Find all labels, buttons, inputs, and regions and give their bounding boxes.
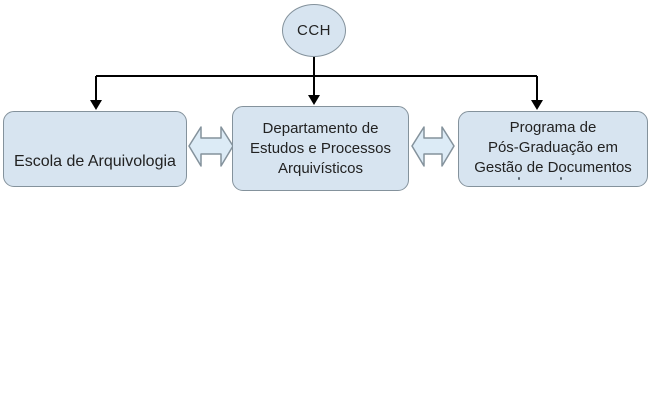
node-cch: CCH: [282, 4, 346, 57]
double-arrow-icon: [188, 126, 234, 167]
connector-line: [95, 57, 538, 100]
node-label-line: Programa de: [509, 119, 597, 136]
node-label-line: Arquivísticos: [277, 159, 364, 177]
node-label-line: Gestão de Documentos: [474, 159, 632, 176]
node-escola-de-arquivologia: Escola de Arquivologia: [3, 111, 187, 187]
node-label-line: Pós-Graduação em: [487, 139, 619, 156]
clipped-text-dot: [560, 177, 562, 180]
arrowhead-down-icon: [308, 95, 320, 105]
node-label: Escola de Arquivologia: [14, 153, 176, 170]
node-label-line: Estudos e Processos: [250, 139, 391, 157]
arrowhead-down-icon: [531, 100, 543, 110]
node-label: CCH: [297, 22, 331, 39]
clipped-text-dot: [518, 177, 520, 180]
node-label-line: Departamento de: [262, 119, 379, 137]
double-arrow-icon: [411, 126, 455, 167]
arrowhead-down-icon: [90, 100, 102, 110]
node-programa-pos-graduacao: Programa de Pós-Graduação em Gestão de D…: [458, 111, 648, 187]
node-departamento-estudos-processos: Departamento de Estudos e Processos Arqu…: [232, 106, 409, 191]
